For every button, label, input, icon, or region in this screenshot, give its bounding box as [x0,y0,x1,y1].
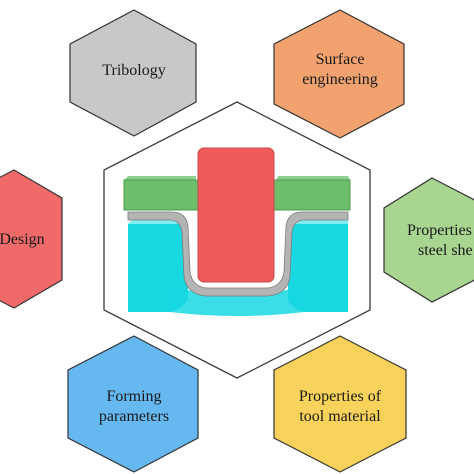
hex-label-design: Design [0,231,45,248]
hex-label-steel-1: Properties [407,222,472,239]
hex-shape-tool [273,335,407,473]
steel-sheet [127,211,349,297]
hex-shape-surface [273,9,405,139]
hex-label-forming-1: Forming [106,388,161,405]
hex-shape-forming [67,335,199,473]
hex-label-surface-2: engineering [302,71,378,88]
hex-tool-material: Properties of tool material [273,335,407,473]
holder-right [273,179,351,211]
hex-label-tribology: Tribology [102,62,165,79]
punch [197,147,275,283]
hex-surface-engineering: Surface engineering [273,9,405,139]
die-right-front [288,224,348,312]
holder-left-top [124,176,196,180]
holder-right-top [276,176,350,180]
hex-shape-design [0,169,63,309]
hex-label-tool-2: tool material [299,408,381,425]
holder-left [123,179,201,211]
hex-tribology: Tribology [69,9,197,137]
hex-design: Design [0,169,63,309]
forming-tool-illustration [123,147,351,316]
hex-label-forming-2: parameters [99,408,169,425]
hex-label-surface-1: Surface [316,51,365,68]
hex-steel-sheet: Properties steel she [383,177,474,303]
hex-label-steel-2: steel she [418,242,473,259]
hex-shape-steel [383,177,474,303]
hex-forming-parameters: Forming parameters [67,335,199,473]
punch-body [197,147,275,283]
hex-shape-tribology [69,9,197,137]
die-left-front [128,224,188,312]
hex-label-tool-1: Properties of [299,388,382,405]
